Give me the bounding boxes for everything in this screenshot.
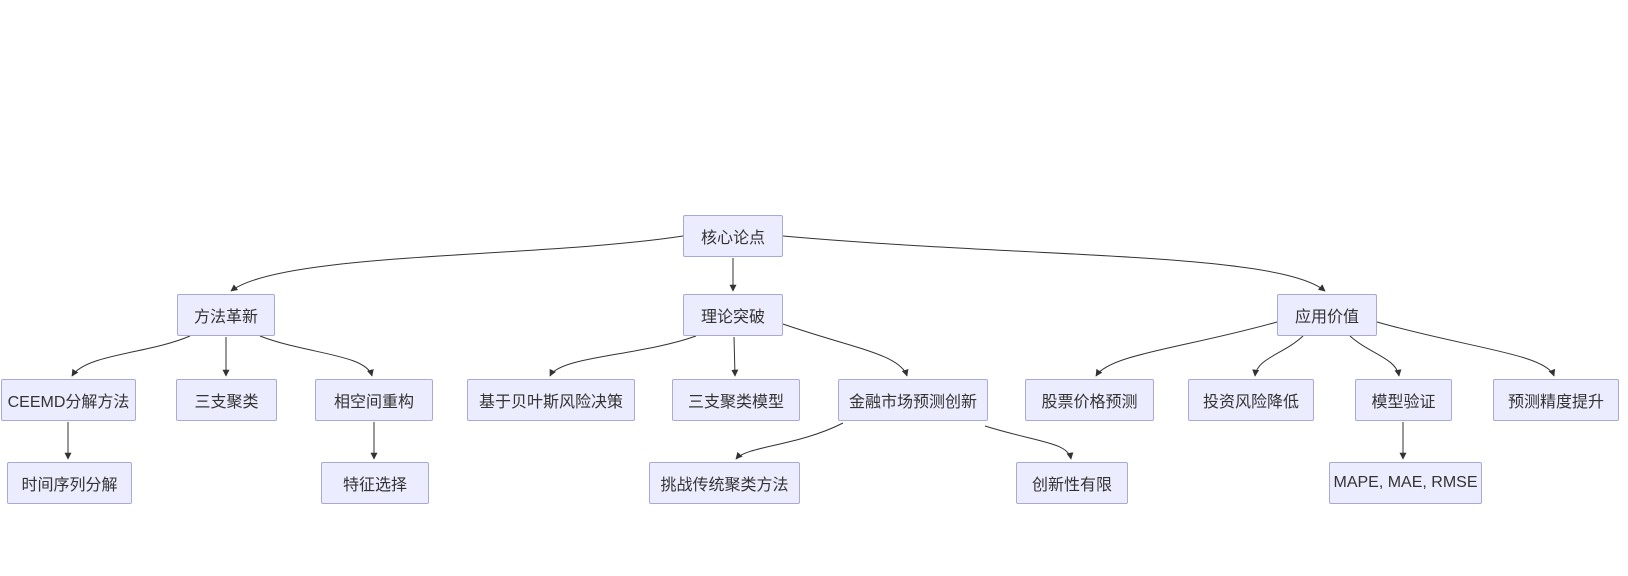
node-error-metrics: MAPE, MAE, RMSE	[1329, 462, 1482, 504]
edge-core-to-application-value	[782, 235, 1326, 292]
node-three-way-clustering-model: 三支聚类模型	[672, 379, 800, 421]
node-challenge-traditional-clustering: 挑战传统聚类方法	[649, 462, 800, 504]
node-model-validation: 模型验证	[1355, 379, 1452, 421]
node-financial-market-forecast-innovation: 金融市场预测创新	[838, 379, 988, 421]
edge-theory-to-bayesian	[549, 335, 697, 377]
node-stock-price-prediction: 股票价格预测	[1025, 379, 1154, 421]
node-bayesian-risk-decision: 基于贝叶斯风险决策	[467, 379, 635, 421]
node-ceemd-decomposition: CEEMD分解方法	[1, 379, 136, 421]
node-theory-breakthrough: 理论突破	[683, 294, 783, 336]
edge-core-to-method-innovation	[230, 235, 684, 292]
edge-application-to-accuracy	[1376, 321, 1556, 377]
edge-theory-to-three-way-model	[731, 336, 739, 377]
node-three-way-clustering: 三支聚类	[176, 379, 277, 421]
node-limited-novelty: 创新性有限	[1016, 462, 1128, 504]
edge-theory-to-financial-innovation	[782, 323, 909, 377]
node-application-value: 应用价值	[1277, 294, 1377, 336]
edge-application-to-model-validation	[1349, 335, 1402, 377]
node-core-thesis: 核心论点	[683, 215, 783, 257]
node-time-series-decomposition: 时间序列分解	[7, 462, 132, 504]
edge-method-to-phase-space	[259, 335, 374, 377]
node-investment-risk-reduction: 投资风险降低	[1188, 379, 1314, 421]
node-feature-selection: 特征选择	[321, 462, 429, 504]
edge-method-to-ceemd	[71, 335, 191, 377]
node-forecast-accuracy-improvement: 预测精度提升	[1493, 379, 1619, 421]
edge-application-to-stock-prediction	[1095, 321, 1278, 377]
node-phase-space-reconstruction: 相空间重构	[315, 379, 433, 421]
node-method-innovation: 方法革新	[177, 294, 275, 336]
edge-financial-to-limited-novelty	[984, 425, 1074, 460]
edge-application-to-risk-reduction	[1252, 335, 1304, 377]
edge-financial-to-challenge-clustering	[735, 422, 844, 460]
